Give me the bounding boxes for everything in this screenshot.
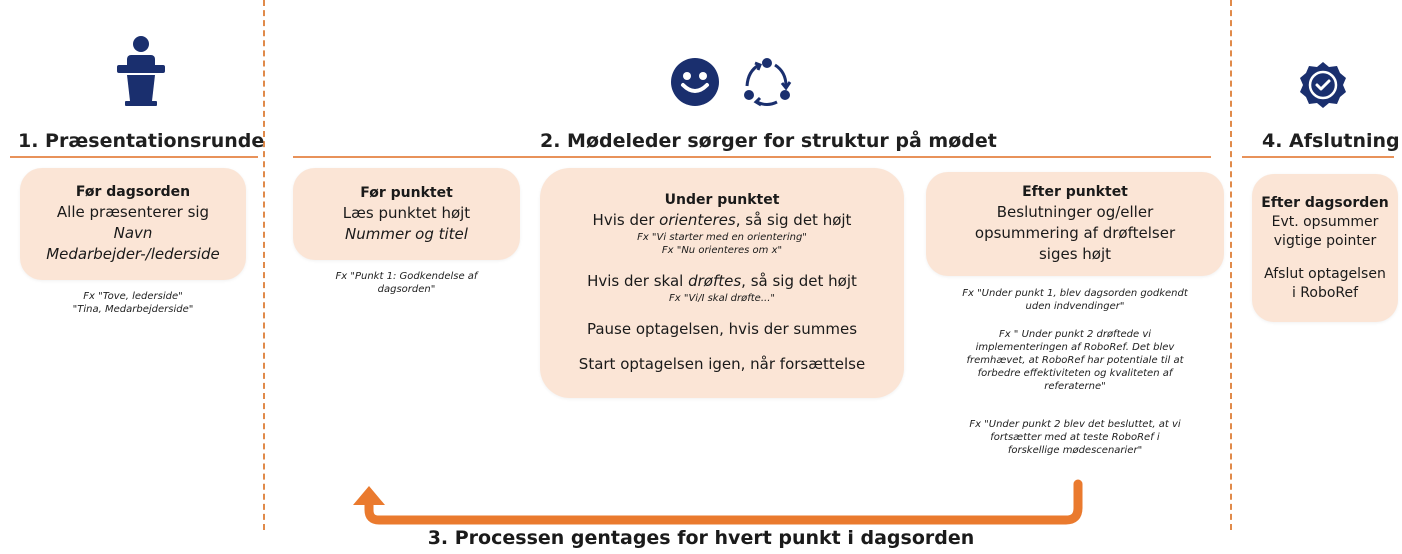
note-line: Fx " Under punkt 2 drøftede vi [998, 329, 1152, 340]
note-line: uden indvendinger" [1025, 301, 1125, 312]
note-line: implementeringen af RoboRef. Det blev [975, 342, 1175, 353]
after-item-note-3: Fx "Under punkt 2 blev det besluttet, at… [926, 418, 1224, 457]
box-line: i RoboRef [1291, 284, 1359, 301]
note-line: fortsætter med at teste RoboRef i [990, 432, 1160, 443]
box-line: Evt. opsummer [1271, 213, 1379, 230]
presentation-note: Fx "Tove, lederside" "Tina, Medarbejders… [20, 290, 246, 316]
text-part: Hvis der [592, 211, 660, 229]
divider-left [263, 0, 265, 530]
box-italic: Nummer og titel [345, 224, 468, 243]
box-title: Før dagsorden [75, 184, 191, 200]
text-part: drøftes [688, 272, 742, 290]
box-italic: Navn [113, 224, 153, 242]
box-line: Hvis der skal drøftes, så sig det højt [587, 271, 857, 292]
text-part: Hvis der skal [587, 272, 689, 290]
after-item-box: Efter punktet Beslutninger og/eller opsu… [926, 172, 1224, 276]
section-2-heading: 2. Mødeleder sørger for struktur på møde… [540, 130, 997, 152]
text-part: , så sig det højt [741, 272, 857, 290]
note-line: forbedre effektiviteten og kvaliteten af [977, 368, 1173, 379]
note-line: "Tina, Medarbejderside" [72, 304, 194, 315]
box-title: Før punktet [360, 184, 453, 201]
note-line: forskellige mødescenarier" [1007, 445, 1143, 456]
before-item-note: Fx "Punkt 1: Godkendelse af dagsorden" [300, 270, 513, 296]
podium-icon [117, 36, 165, 106]
box-example: Fx "Vi/I skal drøfte..." [669, 293, 775, 304]
box-line: vigtige pointer [1273, 232, 1377, 249]
section-1-rule [10, 156, 258, 158]
check-badge-icon [1300, 62, 1346, 108]
box-line: Pause optagelsen, hvis der summes [586, 320, 858, 338]
divider-right [1230, 0, 1232, 530]
section-4-rule [1242, 156, 1394, 158]
box-example: Fx "Vi starter med en orientering" [637, 232, 807, 243]
note-line: Fx "Under punkt 2 blev det besluttet, at… [969, 419, 1181, 430]
section-3-heading: 3. Processen gentages for hvert punkt i … [427, 527, 975, 549]
box-title: Under punktet [664, 192, 780, 208]
section-4-heading: 4. Afslutning [1262, 130, 1400, 152]
cycle-icon [744, 58, 792, 107]
presentation-box: Før dagsorden Alle præsenterer sig Navn … [20, 168, 246, 280]
box-line: Læs punktet højt [342, 203, 471, 222]
box-example: Fx "Nu orienteres om x" [661, 245, 783, 256]
note-line: fremhævet, at RoboRef har potentiale til… [966, 355, 1184, 366]
note-line: referaterne" [1044, 381, 1106, 392]
loop-arrow-icon [353, 479, 1083, 525]
box-title: Efter dagsorden [1261, 194, 1389, 211]
after-item-note-1: Fx "Under punkt 1, blev dagsorden godken… [926, 287, 1224, 313]
box-line: Afslut optagelsen [1264, 265, 1386, 282]
text-part: orienteres [659, 211, 736, 229]
box-italic: Medarbejder-/lederside [46, 245, 220, 263]
box-line: Alle præsenterer sig [56, 203, 210, 221]
note-line: Fx "Tove, lederside" [83, 291, 183, 302]
box-line: Hvis der orienteres, så sig det højt [593, 210, 852, 231]
text-part: , så sig det højt [735, 211, 852, 229]
note-line: dagsorden" [377, 284, 436, 295]
during-item-box: Under punktet Hvis der orienteres, så si… [540, 168, 904, 398]
box-line: Start optagelsen igen, når forsættelse [578, 355, 866, 373]
box-line: Beslutninger og/eller [996, 203, 1154, 221]
section-2-rule [293, 156, 1211, 158]
smiley-icon [671, 58, 719, 106]
section-1-heading: 1. Præsentationsrunde [18, 130, 265, 152]
box-line: opsummering af drøftelser [974, 224, 1176, 242]
note-line: Fx "Punkt 1: Godkendelse af [335, 271, 478, 282]
box-line: siges højt [1038, 245, 1112, 263]
closing-box: Efter dagsorden Evt. opsummer vigtige po… [1252, 174, 1398, 322]
before-item-box: Før punktet Læs punktet højt Nummer og t… [293, 168, 520, 260]
after-item-note-2: Fx " Under punkt 2 drøftede vi implement… [926, 328, 1224, 393]
box-title: Efter punktet [1022, 184, 1128, 200]
note-line: Fx "Under punkt 1, blev dagsorden godken… [962, 288, 1188, 299]
